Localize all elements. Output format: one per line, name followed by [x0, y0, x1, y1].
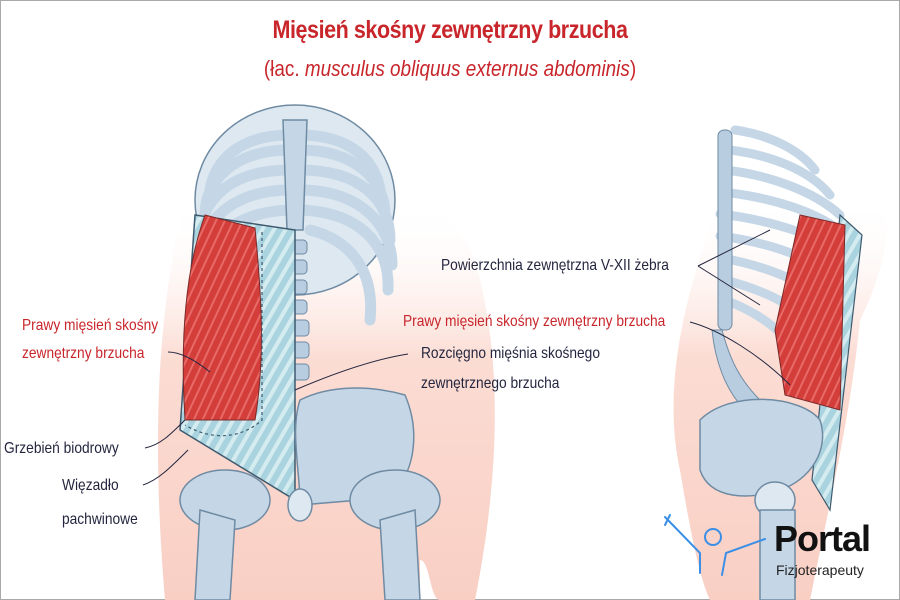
- label-inguinal-line2: pachwinowe: [62, 511, 138, 528]
- side-spine: [711, 129, 761, 411]
- label-aponeurosis-line2: zewnętrznego brzucha: [421, 375, 560, 392]
- label-inguinal-line1: Więzadło: [62, 477, 119, 494]
- label-front-muscle-line2: zewnętrzny brzucha: [22, 345, 145, 362]
- page-subtitle: (łac. musculus obliquus externus abdomin…: [63, 56, 837, 82]
- leader-lines: [142, 229, 791, 486]
- side-view: [673, 125, 887, 600]
- front-pelvis: [179, 387, 441, 600]
- logo-tagline: Fizjoterapeuty: [776, 562, 864, 578]
- label-side-muscle: Prawy mięsień skośny zewnętrzny brzucha: [403, 313, 666, 330]
- page-title: Mięsień skośny zewnętrzny brzucha: [272, 16, 628, 44]
- front-view: [157, 104, 495, 600]
- label-ribs-surface: Powierzchnia zewnętrzna V-XII żebra: [441, 257, 669, 274]
- label-iliac-crest: Grzebień biodrowy: [4, 440, 119, 457]
- label-front-muscle-line1: Prawy mięsień skośny: [22, 317, 159, 334]
- logo-name: Portal: [774, 518, 871, 559]
- front-oblique-muscle: [182, 214, 262, 421]
- subtitle-prefix: (łac.: [263, 56, 305, 81]
- person-arms-raised-icon: [664, 514, 766, 576]
- subtitle-suffix: ): [629, 56, 637, 81]
- label-aponeurosis-line1: Rozcięgno mięśnia skośnego: [421, 345, 600, 362]
- side-oblique-muscle: [774, 214, 846, 411]
- side-pelvis: [699, 398, 824, 600]
- subtitle-latin: musculus obliquus externus abdominis: [304, 56, 630, 81]
